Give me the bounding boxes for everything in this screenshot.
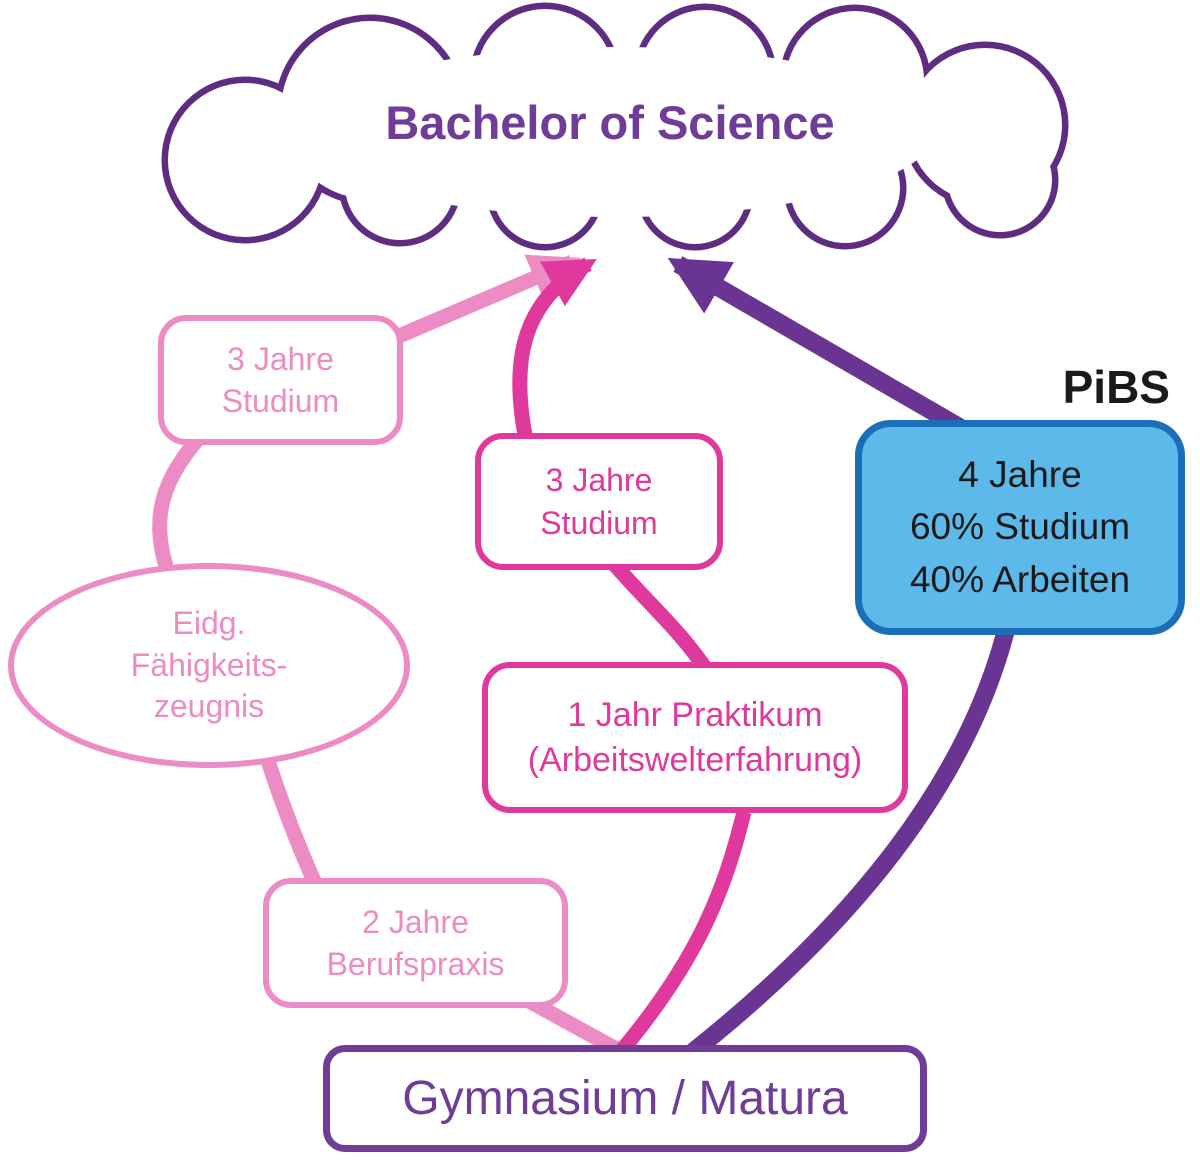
node-praktikum: 1 Jahr Praktikum (Arbeitswelterfahrung)	[482, 662, 908, 813]
node-studium-mid-line2: Studium	[540, 504, 658, 541]
node-efz-line3: zeugnis	[153, 688, 265, 725]
node-studium-left-line1: 3 Jahre	[227, 340, 334, 377]
cloud-outline	[161, 2, 1069, 251]
edge-gym-pibs	[674, 627, 1015, 1070]
node-pibs-line1: 4 Jahre	[958, 453, 1082, 495]
node-efz-line2: Fähigkeits-	[130, 646, 288, 683]
node-berufspraxis: 2 Jahre Berufspraxis	[263, 878, 568, 1008]
edge-studium-cloud-arrow2	[512, 257, 597, 447]
node-pibs-line2: 60% Studium	[909, 506, 1131, 548]
route-praktikum	[512, 257, 752, 1067]
node-gymnasium: Gymnasium / Matura	[323, 1045, 927, 1152]
edge-pibs-cloud-arrow	[667, 256, 973, 440]
node-studium-left-line2: Studium	[221, 383, 340, 419]
node-pibs-line3: 40% Arbeiten	[909, 558, 1131, 600]
node-studium-mid-line1: 3 Jahre	[545, 462, 653, 499]
node-praktikum-line1: 1 Jahr Praktikum	[567, 695, 823, 734]
edge-efz-studium	[152, 422, 214, 575]
node-studium-left: 3 Jahre Studium	[158, 315, 403, 445]
route-pibs	[667, 256, 1015, 1070]
node-pibs: 4 Jahre 60% Studium 40% Arbeiten	[855, 420, 1185, 635]
edge-gym-praktikum	[606, 810, 752, 1067]
node-praktikum-line2: (Arbeitswelterfahrung)	[527, 740, 863, 779]
pibs-title: PiBS	[1062, 361, 1170, 413]
node-studium-mid: 3 Jahre Studium	[475, 433, 723, 570]
edge-praktikum-studium	[609, 560, 715, 677]
node-berufspraxis-line2: Berufspraxis	[326, 946, 505, 982]
node-efz-line1: Eidg.	[172, 605, 246, 642]
node-efz: Eidg. Fähigkeits- zeugnis	[8, 563, 410, 768]
goal-title: Bachelor of Science	[385, 96, 835, 149]
node-berufspraxis-line1: 2 Jahre	[362, 903, 469, 940]
node-gymnasium-label: Gymnasium / Matura	[402, 1072, 848, 1125]
